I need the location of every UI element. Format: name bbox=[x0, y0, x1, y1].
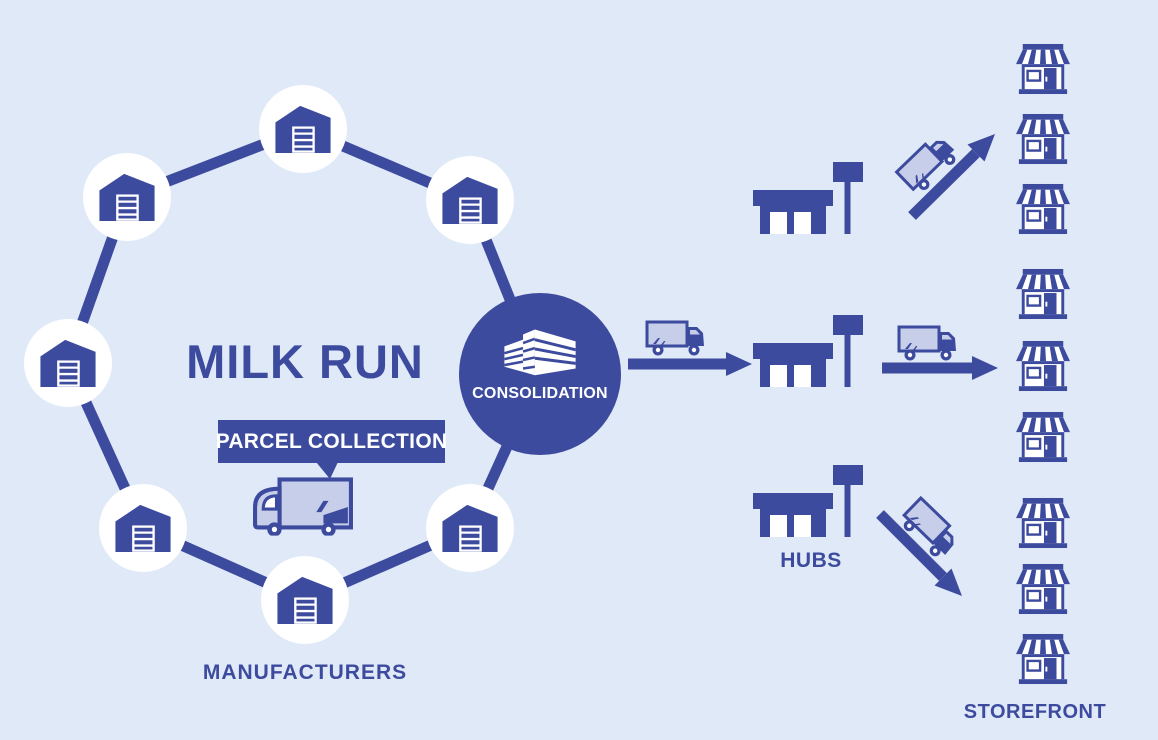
hub-store-icon bbox=[753, 313, 863, 387]
arrow-hub-to-storefront-down bbox=[876, 510, 962, 596]
manufacturer-node bbox=[24, 319, 112, 407]
storefront-icon bbox=[1016, 183, 1070, 235]
consolidation-label: CONSOLIDATION bbox=[472, 385, 608, 402]
storefront-icon bbox=[1016, 497, 1070, 549]
warehouse-icon bbox=[277, 576, 333, 624]
hub-store-icon bbox=[753, 463, 863, 537]
delivery-truck-icon bbox=[897, 323, 963, 363]
consolidation-node: CONSOLIDATION bbox=[459, 293, 621, 455]
storefront-label: STOREFRONT bbox=[963, 701, 1107, 723]
warehouse-icon bbox=[442, 176, 498, 224]
delivery-truck-icon bbox=[252, 476, 354, 536]
warehouse-icon bbox=[40, 339, 96, 387]
arrow-hub-to-storefront-right bbox=[882, 356, 998, 380]
diagram-title: MILK RUN bbox=[186, 335, 424, 388]
storefront-icon bbox=[1016, 43, 1070, 95]
storefront-icon bbox=[1016, 563, 1070, 615]
arrow-hub-to-storefront-up bbox=[908, 134, 995, 220]
warehouse-icon bbox=[275, 105, 331, 153]
parcel-collection-callout: PARCEL COLLECTION bbox=[215, 420, 448, 463]
hubs-label: HUBS bbox=[780, 549, 842, 572]
storefront-icon bbox=[1016, 268, 1070, 320]
warehouse-icon bbox=[115, 504, 171, 552]
manufacturer-node bbox=[426, 484, 514, 572]
arrow-consolidation-to-hub bbox=[628, 352, 752, 376]
hub-store-icon bbox=[753, 160, 863, 234]
manufacturers-label: MANUFACTURERS bbox=[202, 661, 408, 684]
parcel-collection-label: PARCEL COLLECTION bbox=[215, 429, 448, 453]
manufacturer-node bbox=[426, 156, 514, 244]
warehouse-icon bbox=[99, 173, 155, 221]
manufacturer-node bbox=[261, 556, 349, 644]
manufacturer-node bbox=[99, 484, 187, 572]
storefront-icon bbox=[1016, 633, 1070, 685]
warehouse-icon bbox=[442, 504, 498, 552]
storefront-icon bbox=[1016, 340, 1070, 392]
callout-tail bbox=[316, 462, 338, 479]
storefront-icon bbox=[1016, 113, 1070, 165]
storefront-icon bbox=[1016, 411, 1070, 463]
manufacturer-node bbox=[83, 153, 171, 241]
manufacturer-node bbox=[259, 85, 347, 173]
office-building-icon bbox=[501, 325, 579, 378]
delivery-truck-icon bbox=[645, 318, 711, 358]
